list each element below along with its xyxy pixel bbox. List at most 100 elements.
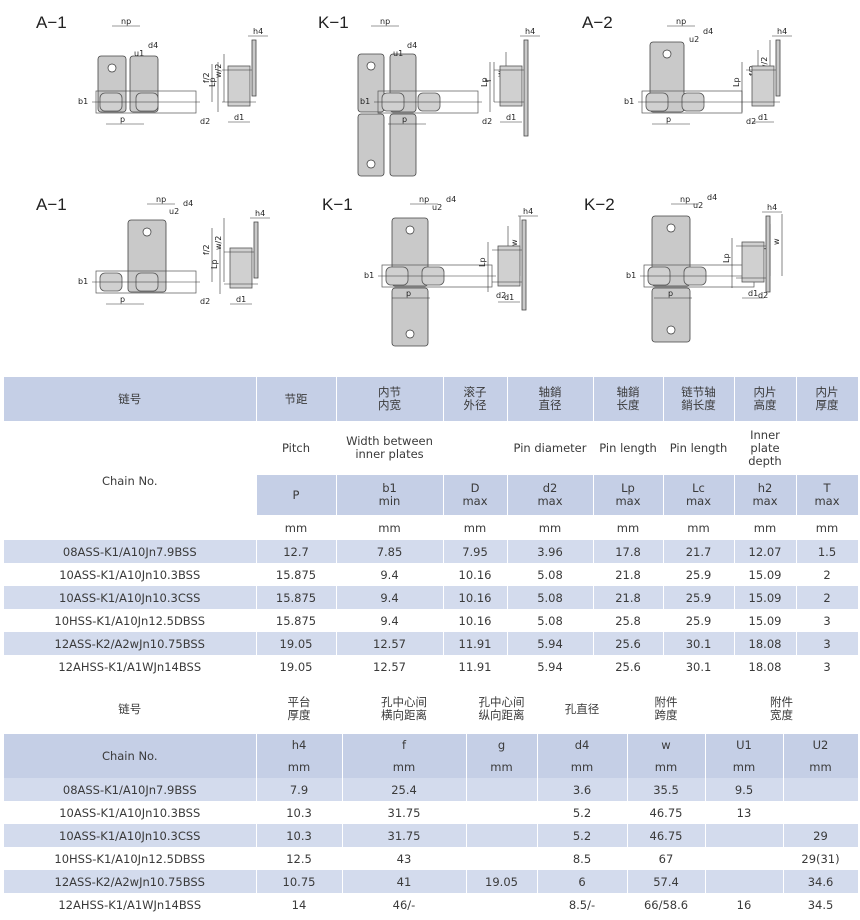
data-cell: 7.95	[443, 540, 508, 563]
data-cell: 29(31)	[783, 847, 859, 870]
side-plate	[251, 39, 257, 97]
data-cell: 12ASS-K2/A2wJn10.75BSS	[4, 632, 257, 655]
data-cell: 3.96	[507, 540, 594, 563]
header-cell-en: Pin diameter	[507, 421, 594, 475]
data-cell: 41	[342, 870, 467, 893]
dimension-label: d2	[200, 117, 210, 126]
dimension-label: p	[666, 115, 671, 124]
side-roller	[751, 65, 775, 107]
header-cell-cn: 链节轴銷长度	[663, 377, 735, 421]
data-cell: 5.08	[507, 563, 594, 586]
data-cell: 5.08	[507, 586, 594, 609]
data-cell: 15.09	[734, 586, 797, 609]
unit-cell: mm	[663, 515, 735, 540]
data-cell: 5.2	[537, 801, 628, 824]
data-cell: 30.1	[663, 655, 735, 678]
data-cell: 21.7	[663, 540, 735, 563]
data-cell: 31.75	[342, 801, 467, 824]
data-cell: 10.75	[256, 870, 343, 893]
dimension-label: d1	[758, 113, 768, 122]
data-cell: 25.8	[593, 609, 664, 632]
data-cell: 1.5	[796, 540, 859, 563]
attachment-plate	[391, 287, 429, 347]
data-cell: 2	[796, 586, 859, 609]
hole	[405, 225, 415, 235]
header-cell-cn: 孔中心间纵向距离	[466, 684, 538, 734]
header-cell-cn: 节距	[256, 377, 337, 421]
data-cell: 12AHSS-K1/A1WJn14BSS	[4, 655, 257, 678]
data-cell: 34.5	[783, 893, 859, 916]
data-cell: 12.5	[256, 847, 343, 870]
diagram-title: K−1	[322, 195, 353, 214]
header-cell-en: Width between inner plates	[336, 421, 444, 475]
unit-cell: mm	[342, 756, 467, 778]
header-cell-symbol: g	[466, 734, 538, 756]
dimension-label: np	[156, 195, 166, 204]
dimension-label: d4	[703, 27, 713, 36]
side-roller	[227, 65, 251, 107]
dimension-label: b1	[78, 97, 88, 106]
side-plate	[253, 221, 259, 279]
data-cell: 10ASS-K1/A10Jn10.3CSS	[4, 586, 257, 609]
header-cell-en: Pitch	[256, 421, 337, 475]
unit-cell: mm	[734, 515, 797, 540]
header-cell-cn: 孔直径	[537, 684, 628, 734]
data-cell	[466, 801, 538, 824]
dimension-label: p	[120, 115, 125, 124]
header-cell-symbol: h4	[256, 734, 343, 756]
dimension-label: u2	[169, 207, 179, 216]
data-cell	[705, 870, 784, 893]
header-row-cn: 链号节距内节内宽滚子外径轴銷直径轴銷长度链节轴銷长度内片高度内片厚度	[4, 377, 859, 421]
header-cell-symbol: U1	[705, 734, 784, 756]
data-cell: 12.57	[336, 655, 444, 678]
data-cell: 14	[256, 893, 343, 916]
data-cell: 34.6	[783, 870, 859, 893]
diagram: K−1npu2d4pb1fwd2h4Lpd1	[322, 195, 538, 347]
data-cell: 15.875	[256, 586, 337, 609]
header-cell-cn: 链号	[4, 377, 257, 421]
data-cell: 12AHSS-K1/A1WJn14BSS	[4, 893, 257, 916]
data-cell: 10HSS-K1/A10Jn12.5DBSS	[4, 609, 257, 632]
data-cell: 67	[627, 847, 706, 870]
header-cell-en: Inner plate depth	[734, 421, 797, 475]
data-cell: 19.05	[256, 655, 337, 678]
dimension-label: np	[121, 17, 131, 26]
data-cell: 9.4	[336, 586, 444, 609]
data-cell: 29	[783, 824, 859, 847]
data-cell: 12ASS-K2/A2wJn10.75BSS	[4, 870, 257, 893]
data-cell: 35.5	[627, 778, 706, 801]
dimension-label: b1	[364, 271, 374, 280]
data-cell: 3	[796, 655, 859, 678]
data-cell: 3	[796, 632, 859, 655]
header-cell-symbol: U2	[783, 734, 859, 756]
data-cell: 10.16	[443, 563, 508, 586]
header-cell-en: Pin length	[593, 421, 664, 475]
data-cell: 8.5	[537, 847, 628, 870]
side-plate	[523, 39, 529, 137]
dimension-label: u1	[134, 49, 144, 58]
dimension-label: np	[419, 195, 429, 204]
dimension-label: np	[680, 195, 690, 204]
dimension-label: b1	[360, 97, 370, 106]
dimension-label: Lp	[208, 77, 217, 87]
data-cell: 11.91	[443, 632, 508, 655]
data-cell: 43	[342, 847, 467, 870]
data-cell: 2	[796, 563, 859, 586]
data-cell: 9.4	[336, 609, 444, 632]
unit-cell: mm	[256, 756, 343, 778]
side-roller	[499, 65, 523, 107]
dimension-label: b1	[626, 271, 636, 280]
